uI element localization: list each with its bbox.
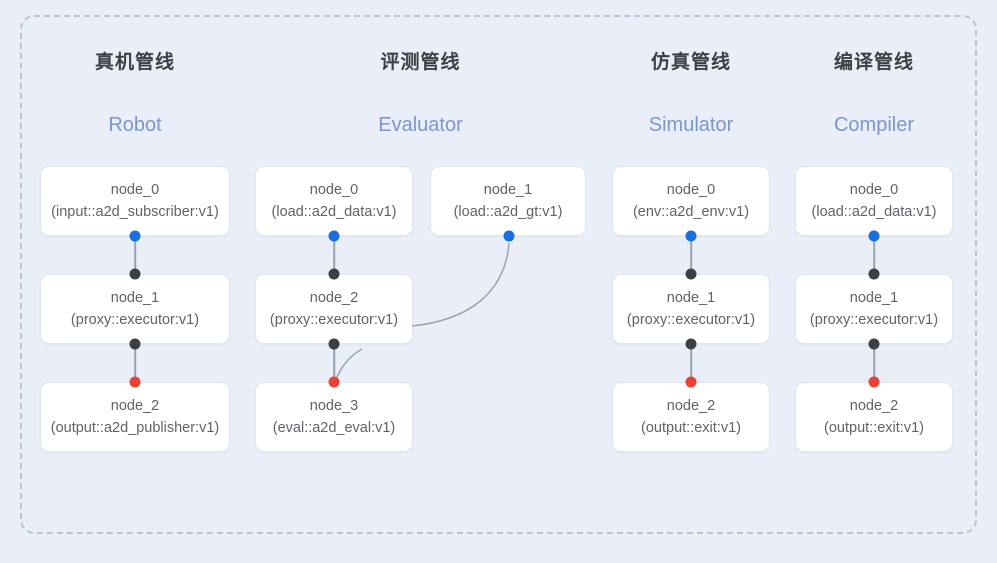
node-name: node_1 — [666, 290, 716, 306]
pipeline-diagram-frame — [20, 15, 977, 534]
node-card-evaluator-2[interactable]: node_2 (proxy::executor:v1) — [255, 274, 413, 344]
edge-compiler-0-1 — [873, 232, 875, 272]
port-output-simulator-0[interactable] — [685, 230, 697, 242]
node-card-evaluator-3[interactable]: node_3 (eval::a2d_eval:v1) — [255, 382, 413, 452]
column-title-cn-simulator: 仿真管线 — [650, 52, 731, 73]
node-name: node_2 — [309, 290, 359, 306]
node-type: (load::a2d_data:v1) — [811, 204, 937, 220]
node-type: (proxy::executor:v1) — [626, 312, 756, 328]
node-stack-compiler: node_0 (load::a2d_data:v1) node_1 (proxy… — [795, 166, 953, 456]
node-card-compiler-0[interactable]: node_0 (load::a2d_data:v1) — [795, 166, 953, 236]
column-title-cn-robot: 真机管线 — [94, 52, 175, 73]
port-input-compiler-2[interactable] — [868, 376, 880, 388]
column-title-en-compiler: Compiler — [833, 114, 915, 136]
node-name: node_2 — [110, 398, 160, 414]
port-output-compiler-0[interactable] — [868, 230, 880, 242]
node-name: node_2 — [666, 398, 716, 414]
node-stack-robot: node_0 (input::a2d_subscriber:v1) node_1… — [40, 166, 230, 456]
port-input-simulator-1[interactable] — [685, 268, 697, 280]
edge-simulator-1-2 — [690, 340, 692, 380]
node-card-robot-1[interactable]: node_1 (proxy::executor:v1) — [40, 274, 230, 344]
column-title-en-evaluator: Evaluator — [378, 114, 463, 136]
port-input-simulator-2[interactable] — [685, 376, 697, 388]
node-card-simulator-1[interactable]: node_1 (proxy::executor:v1) — [612, 274, 770, 344]
column-title-cn-compiler: 编译管线 — [833, 52, 914, 73]
node-card-simulator-0[interactable]: node_0 (env::a2d_env:v1) — [612, 166, 770, 236]
node-type: (load::a2d_data:v1) — [271, 204, 397, 220]
node-name: node_0 — [849, 182, 899, 198]
node-name: node_0 — [666, 182, 716, 198]
node-name: node_1 — [849, 290, 899, 306]
port-output-evaluator-0[interactable] — [328, 230, 340, 242]
node-card-simulator-2[interactable]: node_2 (output::exit:v1) — [612, 382, 770, 452]
pipeline-column-compiler: 编译管线 Compiler node_0 (load::a2d_data:v1)… — [795, 50, 953, 456]
node-type: (input::a2d_subscriber:v1) — [51, 204, 219, 220]
node-type: (load::a2d_gt:v1) — [453, 204, 563, 220]
port-input-compiler-1[interactable] — [868, 268, 880, 280]
node-name: node_1 — [110, 290, 160, 306]
port-input-evaluator-3[interactable] — [328, 376, 340, 388]
edge-evaluator-0-2 — [333, 232, 335, 272]
edge-robot-1-2 — [134, 340, 136, 380]
node-stack-simulator: node_0 (env::a2d_env:v1) node_1 (proxy::… — [612, 166, 770, 456]
node-card-robot-2[interactable]: node_2 (output::a2d_publisher:v1) — [40, 382, 230, 452]
port-input-robot-1[interactable] — [129, 268, 141, 280]
node-type: (output::a2d_publisher:v1) — [50, 420, 220, 436]
column-title-en-simulator: Simulator — [648, 114, 734, 136]
node-card-evaluator-0[interactable]: node_0 (load::a2d_data:v1) — [255, 166, 413, 236]
node-stack-evaluator: node_0 (load::a2d_data:v1) node_1 (load:… — [255, 166, 586, 456]
node-type: (env::a2d_env:v1) — [632, 204, 750, 220]
port-output-evaluator-2[interactable] — [328, 338, 340, 350]
node-name: node_3 — [309, 398, 359, 414]
node-type: (proxy::executor:v1) — [809, 312, 939, 328]
node-card-compiler-2[interactable]: node_2 (output::exit:v1) — [795, 382, 953, 452]
edge-compiler-1-2 — [873, 340, 875, 380]
pipeline-column-evaluator: 评测管线 Evaluator node_0 (load::a2d_data:v1… — [255, 50, 586, 456]
node-name: node_0 — [309, 182, 359, 198]
node-card-evaluator-1[interactable]: node_1 (load::a2d_gt:v1) — [430, 166, 586, 236]
port-input-evaluator-2[interactable] — [328, 268, 340, 280]
port-input-robot-2[interactable] — [129, 376, 141, 388]
column-title-cn-evaluator: 评测管线 — [380, 52, 461, 73]
edge-simulator-0-1 — [690, 232, 692, 272]
port-output-simulator-1[interactable] — [685, 338, 697, 350]
node-name: node_0 — [110, 182, 160, 198]
edge-robot-0-1 — [134, 232, 136, 272]
port-output-evaluator-1[interactable] — [503, 230, 515, 242]
port-output-compiler-1[interactable] — [868, 338, 880, 350]
node-card-robot-0[interactable]: node_0 (input::a2d_subscriber:v1) — [40, 166, 230, 236]
node-type: (proxy::executor:v1) — [269, 312, 399, 328]
pipeline-column-robot: 真机管线 Robot node_0 (input::a2d_subscriber… — [40, 50, 230, 456]
node-type: (output::exit:v1) — [641, 420, 741, 436]
node-card-compiler-1[interactable]: node_1 (proxy::executor:v1) — [795, 274, 953, 344]
node-name: node_1 — [483, 182, 533, 198]
pipeline-column-simulator: 仿真管线 Simulator node_0 (env::a2d_env:v1) … — [612, 50, 770, 456]
node-name: node_2 — [849, 398, 899, 414]
column-title-en-robot: Robot — [108, 114, 162, 136]
node-type: (output::exit:v1) — [824, 420, 924, 436]
node-type: (eval::a2d_eval:v1) — [272, 420, 396, 436]
port-output-robot-1[interactable] — [129, 338, 141, 350]
port-output-robot-0[interactable] — [129, 230, 141, 242]
node-type: (proxy::executor:v1) — [70, 312, 200, 328]
